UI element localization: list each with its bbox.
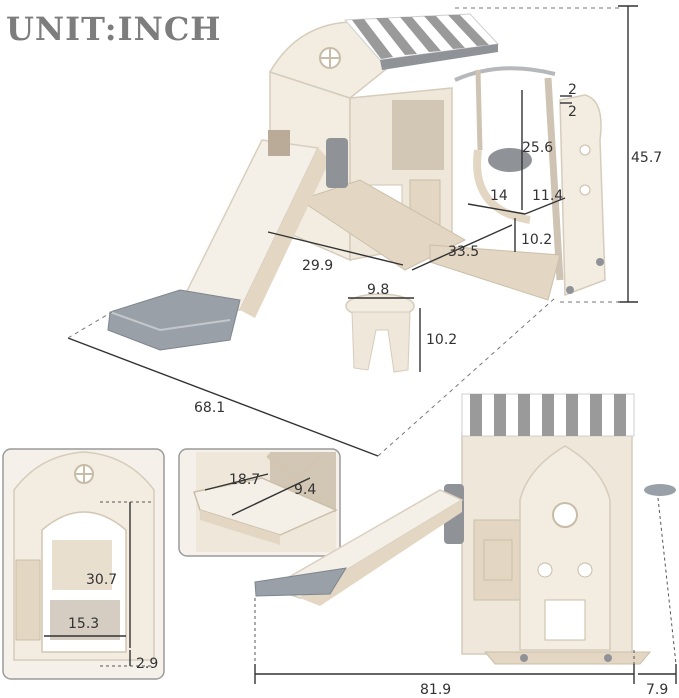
rocket-panel bbox=[559, 94, 606, 297]
dim-house-depth: 33.5 bbox=[448, 244, 479, 260]
basketball-hoop bbox=[644, 484, 676, 496]
swing-frame bbox=[429, 66, 606, 301]
rocket-panel bbox=[519, 445, 611, 651]
house-inner-panel bbox=[392, 100, 444, 170]
dim-desk-width: 18.7 bbox=[229, 472, 260, 488]
dim-stool-top: 9.8 bbox=[367, 282, 389, 298]
striped-roof bbox=[343, 13, 500, 70]
dim-roof-b: 2 bbox=[568, 104, 577, 120]
stool bbox=[345, 293, 415, 373]
swing-seat bbox=[488, 148, 532, 172]
dim-swing-width: 11.4 bbox=[532, 188, 563, 204]
desk-top bbox=[193, 477, 338, 536]
front-dimension-lines bbox=[254, 664, 677, 684]
house-door bbox=[473, 519, 523, 601]
swing-base bbox=[483, 651, 652, 665]
dim-door-sill: 2.9 bbox=[136, 656, 158, 672]
dim-total-length: 68.1 bbox=[194, 400, 225, 416]
slide-handle bbox=[268, 130, 290, 156]
slide-exit bbox=[254, 567, 347, 597]
door-panel bbox=[15, 559, 41, 641]
dim-roof-a: 2 bbox=[568, 82, 577, 98]
top-dimension-lines bbox=[67, 5, 638, 457]
striped-roof bbox=[461, 393, 635, 437]
slide-side-panel bbox=[326, 138, 348, 188]
main-playset-illustration bbox=[107, 13, 606, 373]
dim-door-height: 30.7 bbox=[86, 572, 117, 588]
desk-dimension-lines bbox=[204, 473, 311, 516]
dim-stool-height: 10.2 bbox=[426, 332, 457, 348]
dim-swing-depth: 14 bbox=[490, 188, 508, 204]
slide bbox=[107, 139, 330, 351]
front-view-illustration bbox=[254, 393, 676, 665]
slide-exit bbox=[107, 289, 241, 351]
unit-title: UNIT:INCH bbox=[6, 10, 222, 48]
dim-swing-seat-height: 10.2 bbox=[521, 232, 552, 248]
dim-side-extra: 7.9 bbox=[646, 682, 668, 698]
dim-desk-depth: 9.4 bbox=[294, 482, 316, 498]
dim-front-length: 81.9 bbox=[420, 682, 451, 698]
dim-total-height: 45.7 bbox=[631, 150, 662, 166]
swing-base bbox=[429, 244, 561, 301]
door-inset bbox=[2, 448, 165, 680]
dim-door-width: 15.3 bbox=[68, 616, 99, 632]
dim-house-width: 29.9 bbox=[302, 258, 333, 274]
dim-swing-height: 25.6 bbox=[522, 140, 553, 156]
door-dimension-lines bbox=[44, 502, 131, 666]
dashed-guides bbox=[67, 7, 620, 457]
